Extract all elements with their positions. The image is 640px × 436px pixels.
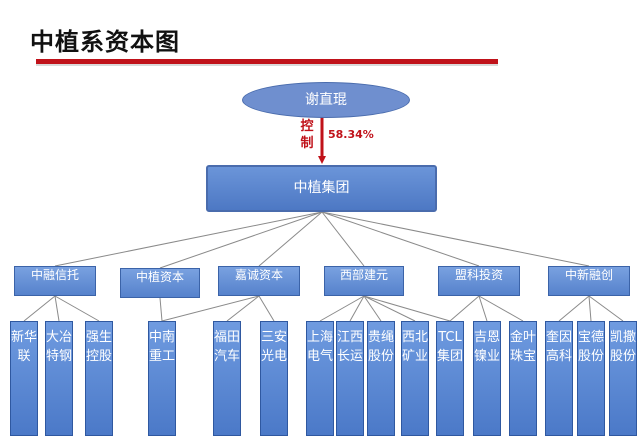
company-node: 强生控股 bbox=[85, 321, 113, 436]
connector-line bbox=[319, 295, 365, 322]
group-node: 中植集团 bbox=[206, 165, 437, 212]
connector-line bbox=[321, 211, 480, 267]
connector-line bbox=[54, 211, 323, 267]
company-node: 宝德股份 bbox=[577, 321, 605, 436]
company-node: 贵绳股份 bbox=[367, 321, 395, 436]
connector-line bbox=[478, 295, 524, 322]
connector-line bbox=[558, 295, 590, 322]
company-node: 新华联 bbox=[10, 321, 38, 436]
connector-line bbox=[258, 295, 275, 322]
connector-line bbox=[54, 295, 100, 322]
company-node: 金叶珠宝 bbox=[509, 321, 537, 436]
connector-line bbox=[161, 295, 260, 322]
connector-line bbox=[159, 211, 323, 269]
subsidiary-node: 西部建元 bbox=[324, 266, 404, 296]
connector-line bbox=[588, 295, 624, 322]
subsidiary-node: 中新融创 bbox=[548, 266, 630, 296]
connector-line bbox=[159, 297, 163, 322]
connector-line bbox=[363, 295, 451, 322]
company-node: 三安光电 bbox=[260, 321, 288, 436]
control-label: 控制 bbox=[300, 119, 314, 151]
title-underline bbox=[36, 59, 498, 64]
company-node: TCL集团 bbox=[436, 321, 464, 436]
connector-line bbox=[226, 295, 260, 322]
connector-line bbox=[478, 295, 488, 322]
connector-line bbox=[349, 295, 365, 322]
subsidiary-node: 中植资本 bbox=[120, 268, 200, 298]
company-node: 凯撒股份 bbox=[609, 321, 637, 436]
subsidiary-node: 嘉诚资本 bbox=[218, 266, 300, 296]
connector-line bbox=[363, 295, 416, 322]
company-node: 上海电气 bbox=[306, 321, 334, 436]
connector-line bbox=[23, 295, 56, 322]
connector-line bbox=[258, 211, 323, 267]
connector-line bbox=[54, 295, 60, 322]
connector-line bbox=[321, 211, 365, 267]
company-node: 奎因高科 bbox=[545, 321, 573, 436]
connector-line bbox=[588, 295, 592, 322]
page-title: 中植系资本图 bbox=[30, 28, 180, 56]
company-node: 江西长运 bbox=[336, 321, 364, 436]
connector-line bbox=[321, 211, 590, 267]
company-node: 大冶特钢 bbox=[45, 321, 73, 436]
company-node: 吉恩镍业 bbox=[473, 321, 501, 436]
company-node: 西北矿业 bbox=[401, 321, 429, 436]
connector-line bbox=[449, 295, 480, 322]
title-underline-shadow bbox=[36, 64, 498, 66]
subsidiary-node: 中融信托 bbox=[14, 266, 96, 296]
company-node: 中南重工 bbox=[148, 321, 176, 436]
connector-line bbox=[363, 295, 382, 322]
company-node: 福田汽车 bbox=[213, 321, 241, 436]
controller-node: 谢直琨 bbox=[242, 82, 410, 118]
subsidiary-node: 盟科投资 bbox=[438, 266, 520, 296]
control-percentage: 58.34% bbox=[328, 128, 374, 141]
